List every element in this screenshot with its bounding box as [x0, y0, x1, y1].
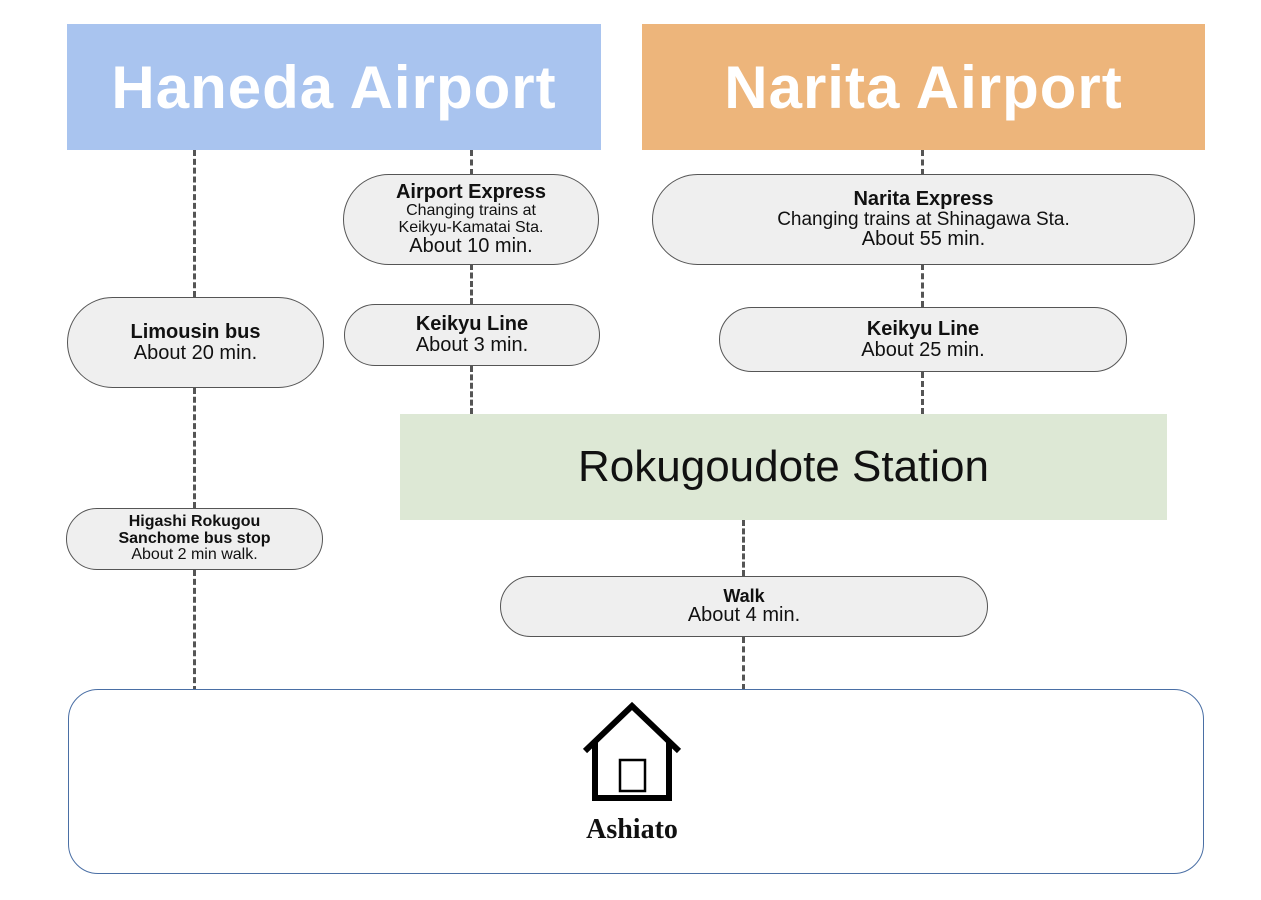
route-time: About 2 min walk.: [131, 546, 258, 564]
route-time: About 25 min.: [861, 338, 985, 361]
route-note: Changing trains at Shinagawa Sta.: [777, 208, 1070, 230]
connector-line: [470, 150, 473, 175]
connector-line: [921, 372, 924, 414]
connector-line: [921, 150, 924, 175]
route-name: Narita Express: [853, 187, 994, 210]
walk-route: Walk About 4 min.: [500, 576, 988, 637]
route-name: Walk: [723, 585, 765, 606]
haneda-airport-header: Haneda Airport: [67, 24, 601, 150]
bus-stop-route: Higashi Rokugou Sanchome bus stop About …: [66, 508, 323, 570]
connector-line: [193, 388, 196, 508]
connector-line: [470, 366, 473, 414]
route-name: Keikyu Line: [415, 313, 529, 335]
connector-line: [193, 570, 196, 692]
route-time: About 10 min.: [409, 235, 533, 258]
narita-airport-header: Narita Airport: [642, 24, 1205, 150]
bus-stop-name: Sanchome bus stop: [118, 529, 271, 547]
connector-line: [742, 520, 745, 576]
connector-line: [193, 150, 196, 297]
route-time: About 20 min.: [133, 341, 258, 364]
airport-express-route: Airport Express Changing trains at Keiky…: [343, 174, 599, 265]
route-name: Keikyu Line: [866, 317, 980, 340]
route-name: Limousin bus: [130, 320, 261, 343]
house-icon: [582, 701, 682, 801]
connector-line: [742, 637, 745, 690]
destination-label: Ashiato: [586, 814, 678, 845]
route-note: Changing trains at: [406, 201, 536, 219]
route-note: Keikyu-Kamatai Sta.: [398, 218, 544, 236]
haneda-keikyu-line-route: Keikyu Line About 3 min.: [344, 304, 600, 366]
narita-keikyu-line-route: Keikyu Line About 25 min.: [719, 307, 1127, 372]
narita-express-route: Narita Express Changing trains at Shinag…: [652, 174, 1195, 265]
destination-box: [68, 689, 1204, 874]
route-time: About 4 min.: [687, 604, 801, 627]
connector-line: [470, 264, 473, 304]
connector-line: [921, 264, 924, 307]
rokugoudote-station: Rokugoudote Station: [400, 414, 1167, 520]
route-time: About 55 min.: [861, 228, 986, 251]
route-name: Airport Express: [395, 180, 547, 203]
route-time: About 3 min.: [415, 334, 529, 356]
limousin-bus-route: Limousin bus About 20 min.: [67, 297, 324, 388]
bus-stop-name: Higashi Rokugou: [128, 512, 261, 530]
